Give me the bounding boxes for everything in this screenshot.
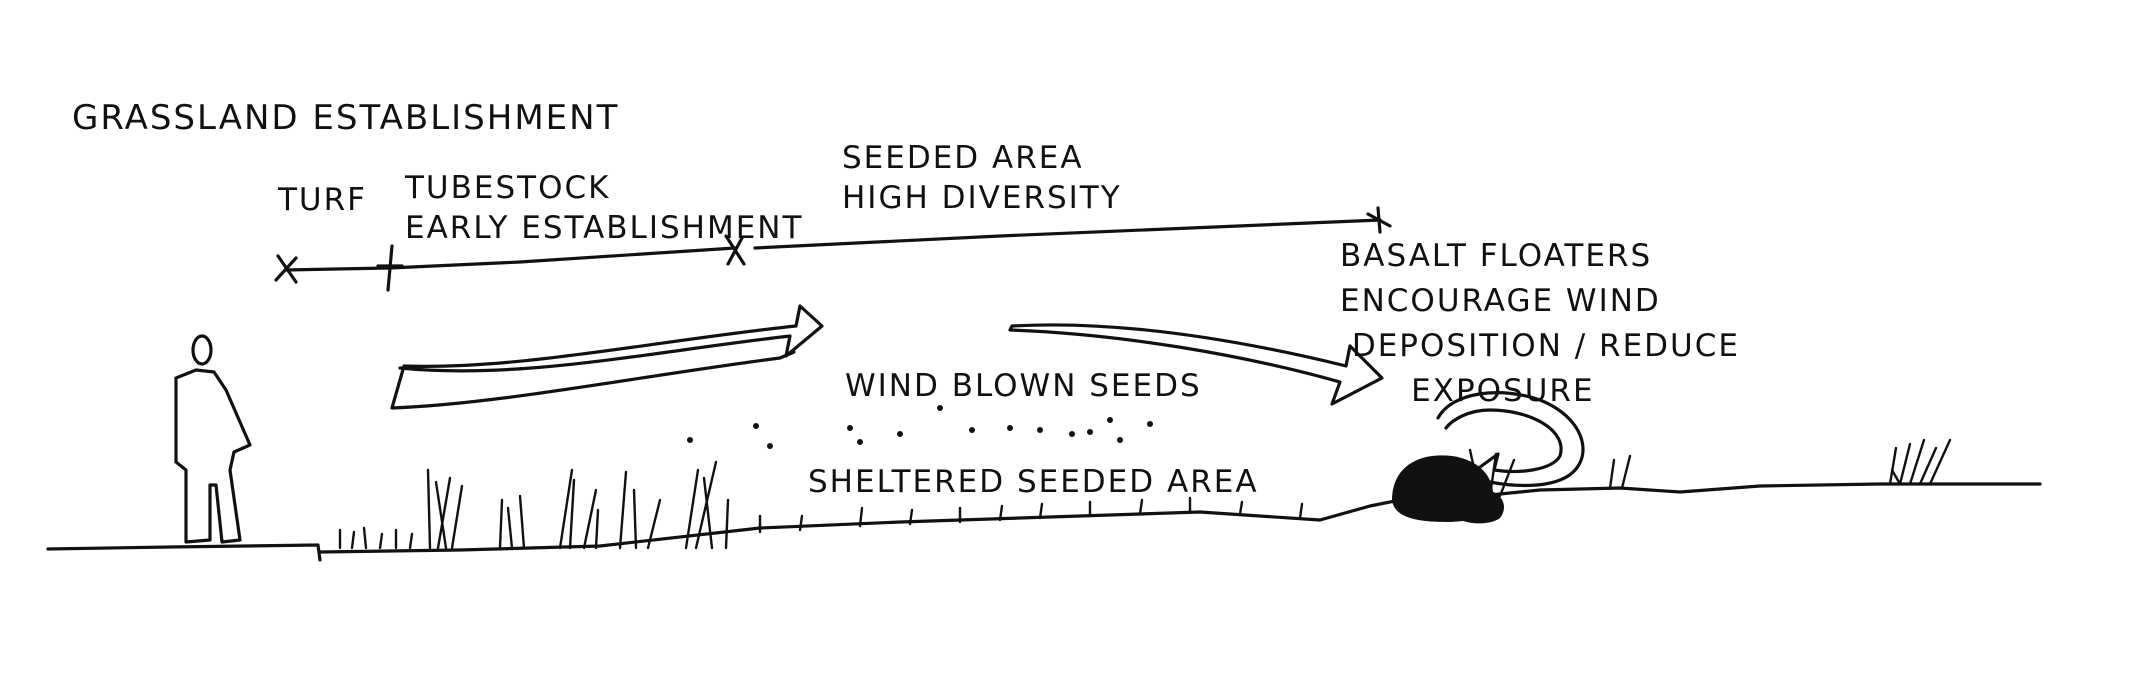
- seed-dots: [687, 405, 1153, 449]
- person-figure: [174, 334, 252, 544]
- grass-tufts: [338, 438, 1952, 550]
- diagram-title: GRASSLAND ESTABLISHMENT: [72, 98, 620, 138]
- zone-dimension-line: [274, 206, 1392, 292]
- wind-blown-seeds-label: WIND BLOWN SEEDS: [845, 368, 1202, 404]
- zone-label-turf: TURF: [278, 182, 367, 218]
- basalt-floaters-note: BASALT FLOATERS ENCOURAGE WIND DEPOSITIO…: [1340, 238, 1740, 409]
- sheltered-seeded-area-label: SHELTERED SEEDED AREA: [808, 464, 1259, 500]
- basalt-boulders: [1392, 455, 1504, 524]
- wind-arrow-left: [390, 304, 824, 410]
- zone-label-seeded-area: SEEDED AREA HIGH DIVERSITY: [842, 140, 1122, 217]
- wind-arrow-right: [1008, 323, 1384, 406]
- ground-line: [46, 482, 2042, 562]
- zone-label-tubestock: TUBESTOCK EARLY ESTABLISHMENT: [405, 170, 804, 247]
